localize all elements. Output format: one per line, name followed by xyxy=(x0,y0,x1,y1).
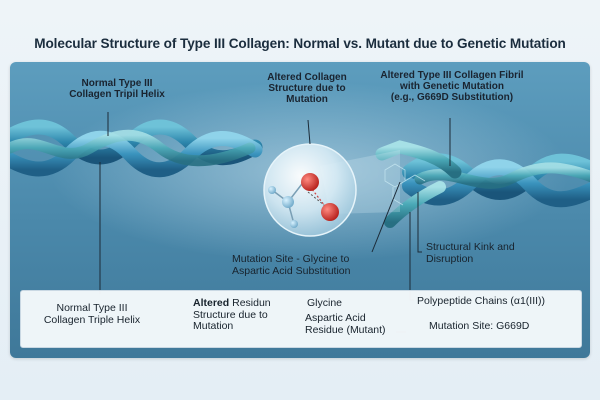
legend-aspartic: Aspartic Acid Residue (Mutant) xyxy=(305,312,386,336)
mutation-molecule-bubble xyxy=(263,143,357,237)
legend-altered-word: Altered xyxy=(193,297,230,309)
label-mutation-site: Mutation Site - Glycine to Aspartic Acid… xyxy=(232,253,351,277)
label-altered-fibril: Altered Type III Collagen Fibril with Ge… xyxy=(380,70,524,103)
legend-altered-rest: Residun Structure due to Mutation xyxy=(193,297,271,332)
legend-glycine: Glycine xyxy=(307,297,343,309)
legend-altered-residue: Altered Residun Structure due to Mutatio… xyxy=(193,297,303,333)
oxygen-atom xyxy=(301,173,319,191)
oxygen-atom xyxy=(321,203,339,221)
label-altered-structure: Altered Collagen Structure due to Mutati… xyxy=(267,72,347,105)
legend-box: Normal Type III Collagen Triple Helix Al… xyxy=(20,290,582,348)
page-title: Molecular Structure of Type III Collagen… xyxy=(34,36,566,51)
normal-triple-helix xyxy=(10,119,263,178)
legend-polypeptide: Polypeptide Chains (α1(III)) xyxy=(417,295,546,307)
label-normal-helix: Normal Type III Collagen Tripil Helix xyxy=(69,78,165,100)
altered-collagen-fibril xyxy=(375,140,590,228)
legend-normal-helix: Normal Type III Collagen Triple Helix xyxy=(43,302,141,326)
diagram-panel: Normal Type III Collagen Tripil Helix Al… xyxy=(10,62,590,358)
label-structural-kink: Structural Kink and Disruption xyxy=(426,241,515,265)
diagram-illustration xyxy=(10,62,590,358)
legend-mutation-site: Mutation Site: G669D xyxy=(429,320,530,332)
